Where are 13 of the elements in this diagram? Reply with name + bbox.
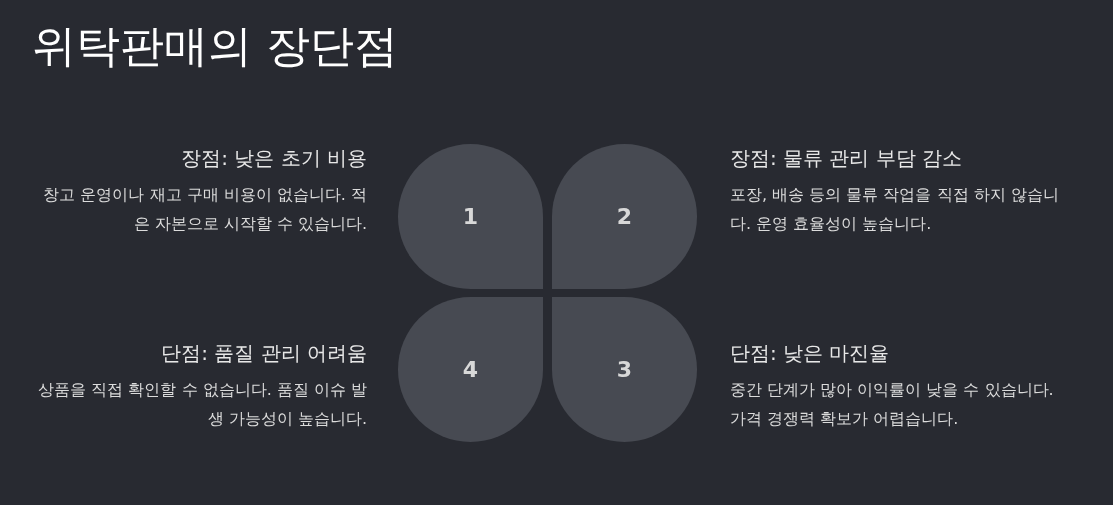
step-number: 4 <box>462 357 479 382</box>
item-heading: 단점: 낮은 마진율 <box>730 340 891 367</box>
item-description: 창고 운영이나 재고 구매 비용이 없습니다. 적은 자본으로 시작할 수 있습니다. <box>42 184 367 235</box>
step-number: 2 <box>616 204 633 229</box>
item-heading: 단점: 품질 관리 어려움 <box>160 340 367 367</box>
item-heading: 장점: 낮은 초기 비용 <box>180 145 367 172</box>
item-description: 중간 단계가 많아 이익률이 낮을 수 있습니다. 가격 경쟁력 확보가 어렵습니다. <box>730 379 1055 430</box>
item-description: 상품을 직접 확인할 수 없습니다. 품질 이슈 발생 가능성이 높습니다. <box>37 379 367 430</box>
page-title: 위탁판매의 장단점 <box>32 19 398 73</box>
step-number: 1 <box>462 204 479 229</box>
item-description: 포장, 배송 등의 물류 작업을 직접 하지 않습니다. 운영 효율성이 높습니다. <box>730 184 1060 235</box>
item-heading: 장점: 물류 관리 부담 감소 <box>730 145 964 172</box>
step-number: 3 <box>616 357 633 382</box>
